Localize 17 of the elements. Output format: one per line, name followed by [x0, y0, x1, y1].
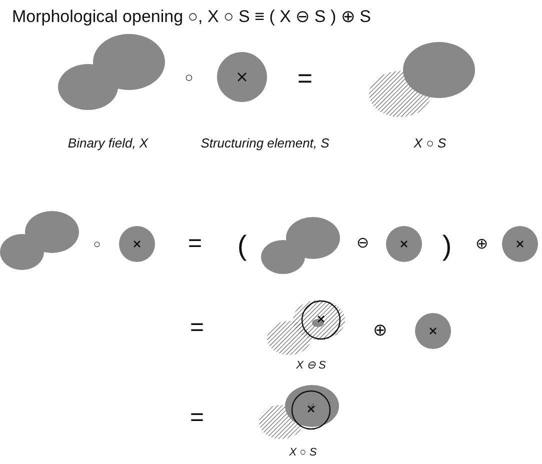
title: Morphological opening ○, X ○ S ≡ ( X ⊖ S ) ⊕ S: [12, 6, 371, 27]
operator-symbol: ⊖: [356, 236, 370, 250]
caption: Structuring element, S: [200, 136, 330, 150]
caption: X ⊖ S: [296, 360, 326, 372]
equals-sign: =: [190, 316, 204, 340]
operator-symbol: ⊕: [373, 322, 387, 338]
equals-sign: =: [190, 406, 204, 430]
operator-symbol: ○: [93, 238, 101, 250]
caption: Binary field, X: [68, 136, 148, 150]
caption: X ○ S: [414, 136, 446, 150]
equals-sign: =: [297, 65, 313, 91]
caption: X ○ S: [289, 448, 317, 458]
operator-symbol: ⊕: [476, 236, 488, 252]
parenthesis: (: [237, 232, 247, 260]
operator-symbol: ○: [184, 70, 194, 84]
equals-sign: =: [188, 232, 202, 256]
parenthesis: ): [442, 232, 452, 260]
